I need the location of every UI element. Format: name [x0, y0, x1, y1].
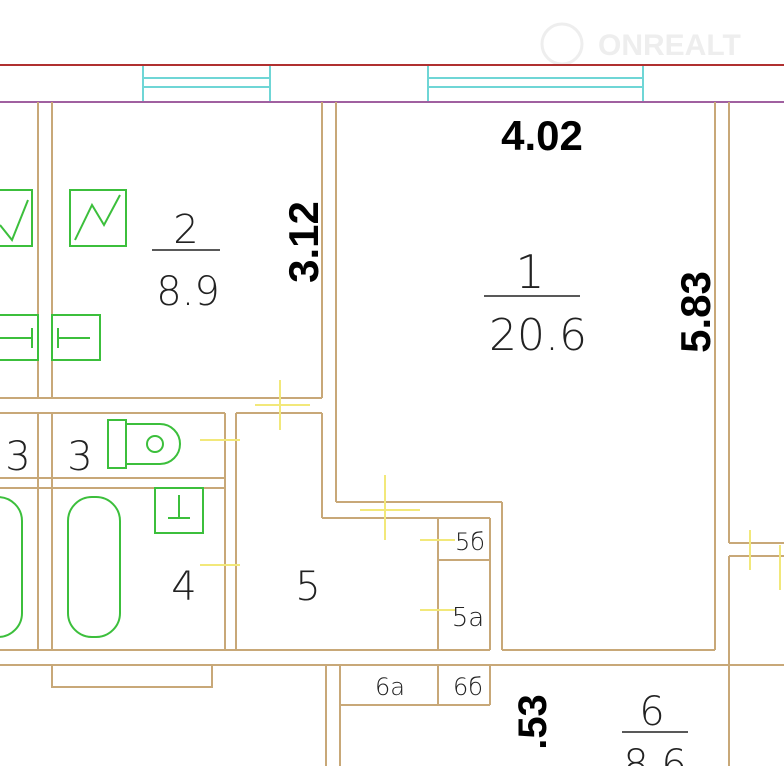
room-2-number: 2	[173, 207, 198, 253]
bathtub-icon	[0, 496, 23, 638]
room-6-number: 6	[639, 689, 664, 735]
room-2-length-dimension: 3.12	[280, 201, 327, 283]
toilet-icon	[107, 419, 181, 469]
room-6-area: 8.6	[623, 742, 687, 766]
stove-icon	[69, 189, 127, 247]
watermark-logo: ONREALT	[540, 22, 741, 66]
room-5a-number: 5а	[452, 603, 484, 633]
window	[142, 66, 271, 101]
walls	[0, 102, 784, 766]
room-3-number: 3	[5, 434, 30, 480]
room-1-length-dimension: 5.83	[672, 271, 719, 353]
room-5-number: 5	[295, 564, 320, 610]
room-1-number: 1	[515, 245, 544, 299]
sink-icon	[51, 314, 101, 361]
room-2-area: 8.9	[156, 269, 220, 315]
room-5b-number: 5б	[455, 528, 485, 556]
room-4-number: 4	[171, 564, 196, 610]
room-6b-number: 6б	[453, 673, 483, 701]
room-1-width-dimension: 4.02	[501, 112, 583, 159]
watermark-text: ONREALT	[598, 29, 741, 62]
room-3-number: 3	[67, 434, 92, 480]
sink-icon	[0, 314, 39, 361]
outlet-markers	[200, 380, 781, 611]
room-6-dimension: .53	[511, 694, 555, 750]
window	[427, 66, 644, 101]
room-1-area: 20.6	[489, 310, 587, 361]
bathtub-icon	[67, 496, 121, 638]
stove-icon	[0, 189, 33, 247]
room-6a-number: 6а	[375, 673, 405, 701]
washbasin-icon	[154, 487, 204, 534]
